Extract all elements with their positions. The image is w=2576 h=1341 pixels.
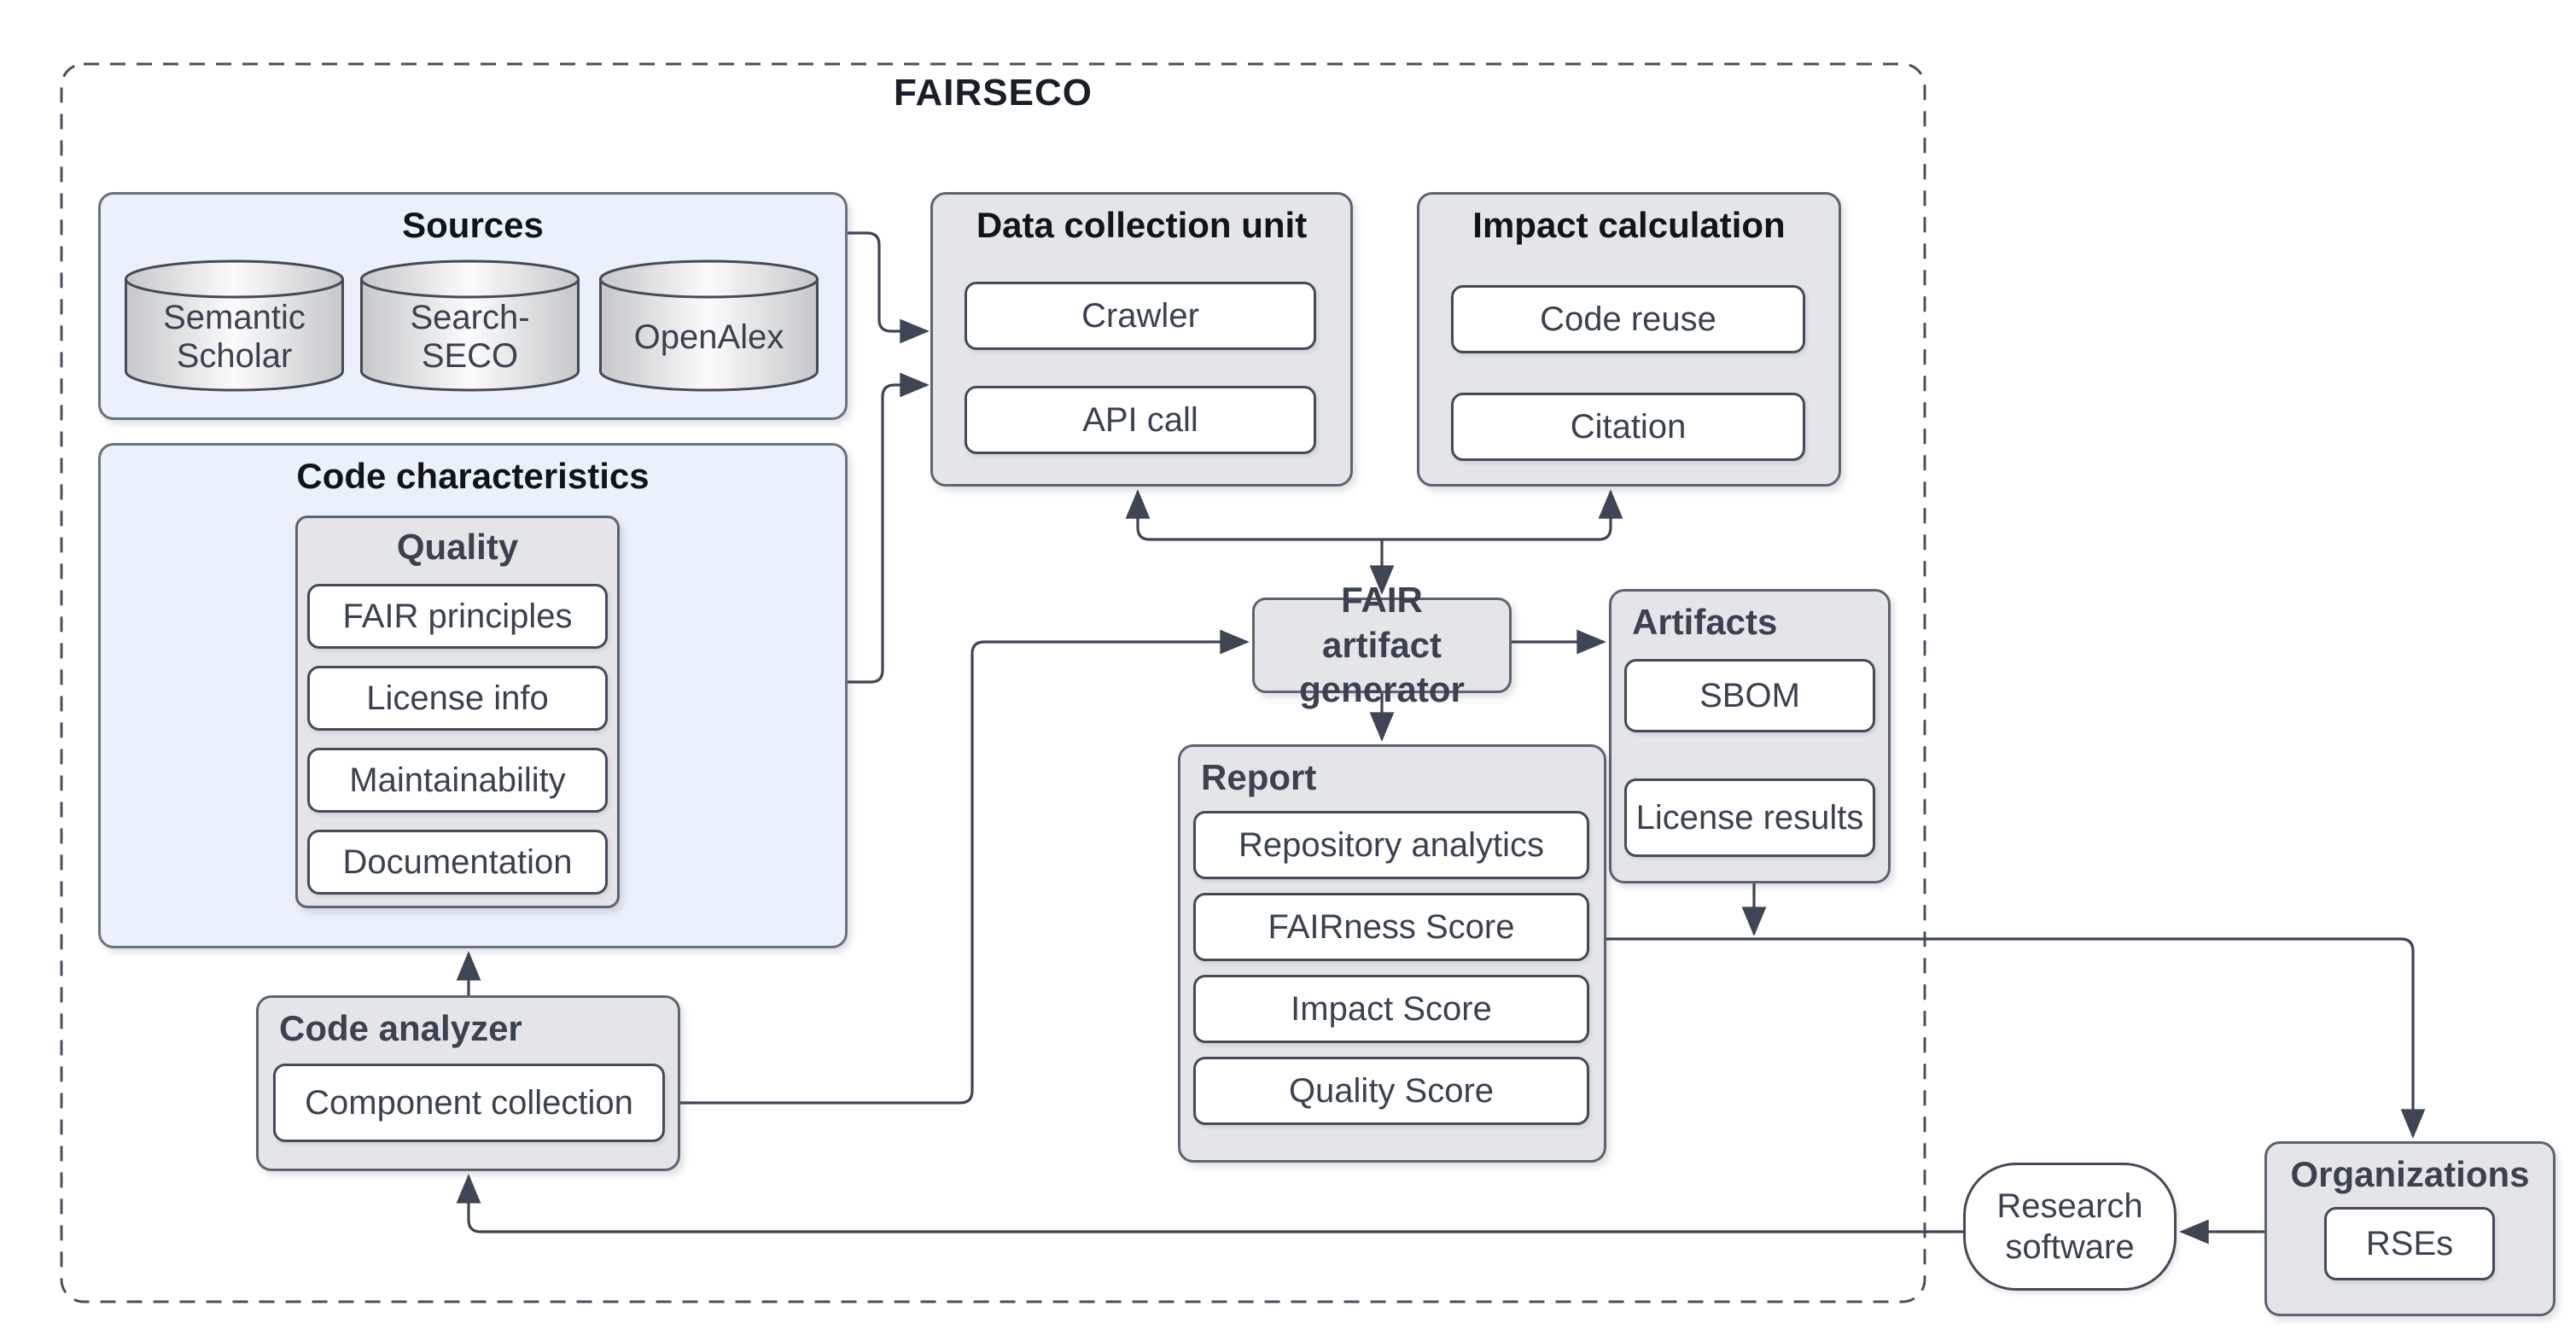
node-repository-analytics: Repository analytics <box>1193 811 1589 879</box>
database-label: Search-SECO <box>410 299 530 375</box>
data-collection-unit-title: Data collection unit <box>976 205 1308 245</box>
code-characteristics-title: Code characteristics <box>296 456 650 496</box>
node-maintainability: Maintainability <box>307 748 608 813</box>
arrow-generator-to-dcu-and-impact-bracket <box>1125 489 1623 541</box>
node-sbom: SBOM <box>1624 659 1875 732</box>
arrow-code-characteristics-to-data-collection-unit <box>848 372 930 684</box>
node-rses: RSEs <box>2324 1207 2495 1280</box>
node-impact-score: Impact Score <box>1193 975 1589 1043</box>
arrow-sources-to-data-collection-unit <box>848 231 930 344</box>
arrow-report-to-organizations <box>1606 937 2426 1139</box>
node-crawler: Crawler <box>965 282 1316 350</box>
node-fairness-score: FAIRness Score <box>1193 893 1589 961</box>
arrow-component-collection-to-generator <box>665 629 1250 1105</box>
database-cylinder-icon <box>125 259 344 392</box>
node-quality-score: Quality Score <box>1193 1057 1589 1125</box>
report-title: Report <box>1201 757 1317 797</box>
database-search-seco: Search-SECO <box>358 259 581 394</box>
node-citation: Citation <box>1451 393 1805 461</box>
fairseco-dashed-boundary <box>60 62 1926 1303</box>
database-label: OpenAlex <box>633 318 784 356</box>
node-documentation: Documentation <box>307 830 608 895</box>
node-license-results: License results <box>1624 778 1875 857</box>
arrow-research-software-to-code-analyzer <box>456 1174 1963 1233</box>
database-label: Semantic Scholar <box>163 299 306 375</box>
impact-calculation-title: Impact calculation <box>1472 205 1786 245</box>
node-research-software: Research software <box>1963 1163 2177 1291</box>
research-software-label: Research software <box>1996 1187 2143 1266</box>
node-fair-artifact-generator: FAIR artifact generator <box>1252 580 1512 709</box>
code-analyzer-title: Code analyzer <box>279 1008 522 1048</box>
node-license-info: License info <box>307 666 608 731</box>
node-code-reuse: Code reuse <box>1451 285 1805 353</box>
node-fair-principles: FAIR principles <box>307 584 608 649</box>
node-api-call: API call <box>965 386 1316 454</box>
artifacts-title: Artifacts <box>1632 602 1778 642</box>
database-cylinder-icon <box>360 259 580 392</box>
database-cylinder-icon <box>599 259 819 392</box>
node-component-collection: Component collection <box>273 1064 665 1142</box>
sources-title: Sources <box>402 205 544 245</box>
organizations-title: Organizations <box>2290 1154 2530 1194</box>
database-openalex: OpenAlex <box>597 259 820 394</box>
diagram-title: FAIRSECO <box>894 72 1093 114</box>
database-semantic-scholar: Semantic Scholar <box>123 259 346 394</box>
quality-title: Quality <box>396 527 519 567</box>
